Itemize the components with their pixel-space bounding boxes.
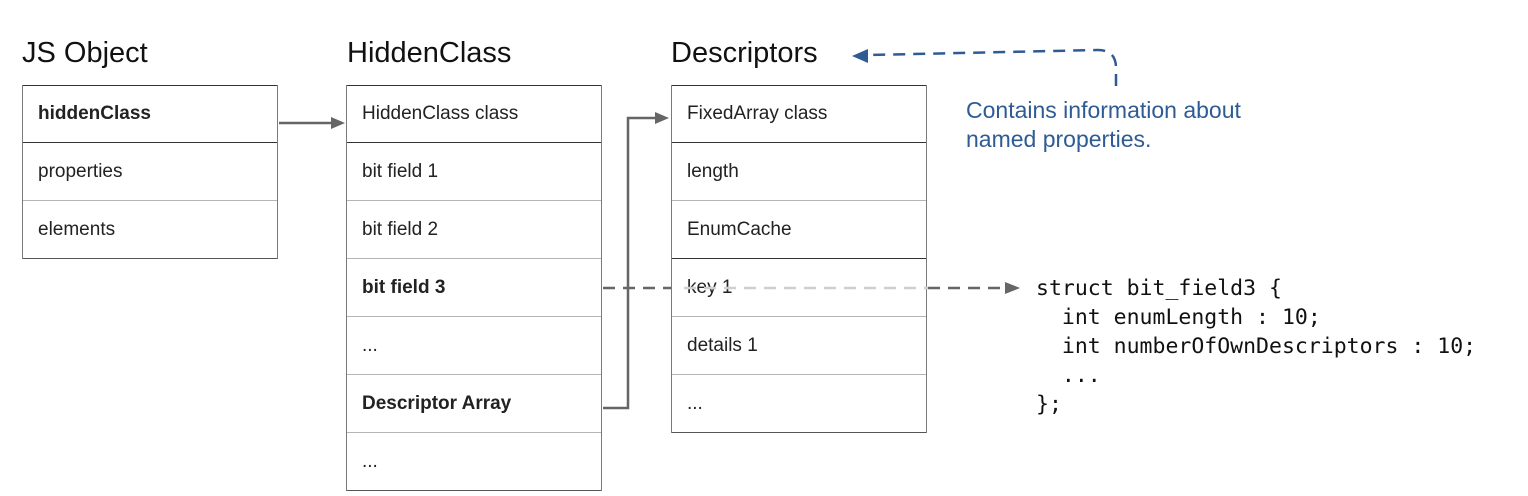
js-object-title: JS Object — [22, 37, 148, 69]
hidden-class-row-bitfield2: bit field 2 — [347, 201, 601, 259]
bit-field3-struct-code: struct bit_field3 { int enumLength : 10;… — [1036, 274, 1476, 419]
js-object-row-properties: properties — [23, 143, 277, 201]
code-line-2: int enumLength : 10; — [1036, 305, 1321, 330]
arrow-head-bitfield3-to-struct — [1005, 282, 1020, 294]
note-line-1: Contains information about — [966, 97, 1241, 123]
hidden-class-row-bitfield3: bit field 3 — [347, 259, 601, 317]
descriptors-row-details1: details 1 — [672, 317, 926, 375]
hidden-class-row-ellipsis-2: ... — [347, 433, 601, 491]
dashed-note-to-descriptors — [869, 48, 1118, 86]
code-line-1: struct bit_field3 { — [1036, 276, 1282, 301]
js-object-box: hiddenClass properties elements — [22, 85, 278, 259]
descriptors-title: Descriptors — [671, 37, 818, 69]
hidden-class-box: HiddenClass class bit field 1 bit field … — [346, 85, 602, 491]
hidden-class-row-bitfield1: bit field 1 — [347, 143, 601, 201]
descriptors-row-length: length — [672, 143, 926, 201]
descriptors-row-ellipsis: ... — [672, 375, 926, 433]
hidden-class-row-class: HiddenClass class — [347, 85, 601, 143]
hidden-class-row-descriptor-array: Descriptor Array — [347, 375, 601, 433]
descriptors-row-enumcache: EnumCache — [672, 201, 926, 259]
code-line-3: int numberOfOwnDescriptors : 10; — [1036, 334, 1477, 359]
js-object-row-hiddenclass: hiddenClass — [23, 85, 277, 143]
arrow-head-note-to-descriptors — [852, 49, 868, 63]
arrow-descriptor-array-to-descriptors — [603, 116, 655, 410]
descriptors-row-fixedarray: FixedArray class — [672, 85, 926, 143]
arrow-head-descriptor-array-to-descriptors — [655, 112, 669, 124]
js-object-row-elements: elements — [23, 201, 277, 259]
descriptors-box: FixedArray class length EnumCache key 1 … — [671, 85, 927, 433]
note-line-2: named properties. — [966, 126, 1152, 152]
descriptors-note: Contains information about named propert… — [966, 96, 1326, 154]
arrow-head-js-object-to-hidden-class — [331, 117, 345, 129]
hidden-class-row-ellipsis: ... — [347, 317, 601, 375]
code-line-4: ... — [1036, 363, 1101, 388]
code-line-5: }; — [1036, 392, 1062, 417]
hidden-class-title: HiddenClass — [347, 37, 512, 69]
